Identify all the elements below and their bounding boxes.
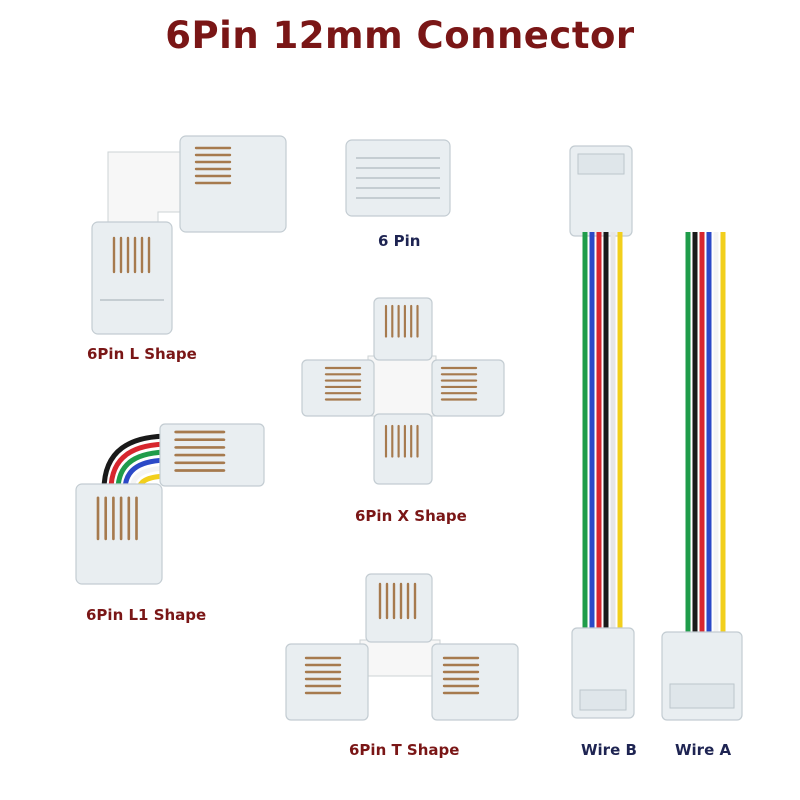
label-x-shape: 6Pin X Shape: [355, 507, 467, 525]
label-l-shape: 6Pin L Shape: [87, 345, 197, 363]
label-wire-b: Wire B: [581, 741, 637, 759]
label-t-shape: 6Pin T Shape: [349, 741, 460, 759]
l-shape-connector: [91, 135, 287, 335]
wire-b-cable: [569, 145, 635, 719]
label-6-pin: 6 Pin: [378, 232, 421, 250]
l1-shape-connector: [75, 423, 265, 585]
straight-6pin-connector: [345, 139, 451, 217]
page-title: 6Pin 12mm Connector: [165, 14, 635, 57]
wire-a-cable: [661, 232, 743, 721]
t-shape-connector: [285, 573, 519, 721]
x-shape-connector: [301, 297, 505, 485]
label-wire-a: Wire A: [675, 741, 732, 759]
label-l1-shape: 6Pin L1 Shape: [86, 606, 207, 624]
